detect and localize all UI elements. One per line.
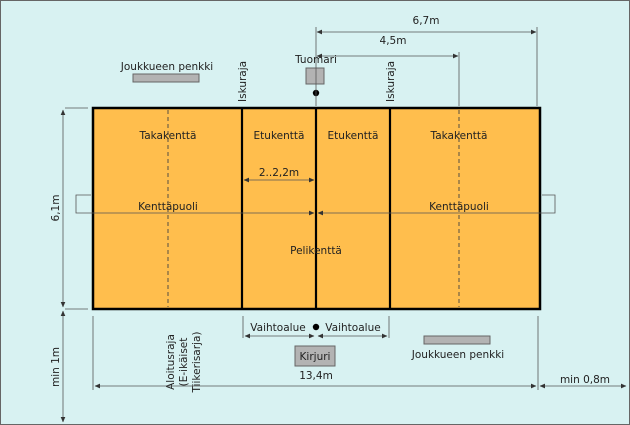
team-bench-bottom-label: Joukkueen penkki	[411, 349, 504, 361]
attack-line-right-label: Iskuraja	[385, 61, 397, 102]
net-post-bottom	[312, 323, 320, 331]
side-clearance-dimension: min 1m	[50, 347, 62, 387]
end-clearance-dimension: min 0,8m	[560, 374, 610, 386]
playing-court-label: Pelikenttä	[290, 245, 342, 257]
attack-line-left-label: Iskuraja	[237, 61, 249, 102]
service-line-label-1: Aloitusraja	[165, 334, 177, 390]
half-length-dimension: 6,7m	[413, 15, 440, 27]
width-dimension: 6,1m	[50, 195, 62, 222]
referee-stand	[305, 67, 325, 85]
substitution-zone-left-label: Vaihtoalue	[250, 322, 305, 334]
back-court-left-label: Takakenttä	[139, 130, 197, 142]
service-line-label-2: (E-ikäiset	[178, 338, 190, 387]
court-half-left-arrow	[75, 194, 315, 216]
team-bench-top	[132, 73, 200, 83]
total-length-dimension: 13,4m	[299, 370, 333, 382]
scorer-label: Kirjuri	[300, 351, 331, 363]
front-zone-dimension: 2..2,2m	[259, 167, 299, 179]
service-line-label-3: Tiikerisarja)	[191, 332, 203, 394]
court-half-right-label: Kenttäpuoli	[429, 201, 489, 213]
court-half-right-arrow	[317, 194, 556, 216]
front-court-right-label: Etukenttä	[328, 130, 379, 142]
court-half-left-label: Kenttäpuoli	[138, 201, 198, 213]
back-court-right-label: Takakenttä	[430, 130, 488, 142]
front-court-left-label: Etukenttä	[254, 130, 305, 142]
substitution-zone-right-label: Vaihtoalue	[325, 322, 380, 334]
team-bench-top-label: Joukkueen penkki	[120, 61, 213, 73]
service-distance-dimension: 4,5m	[380, 35, 407, 47]
team-bench-bottom	[423, 335, 491, 345]
scorer-table	[294, 345, 336, 367]
